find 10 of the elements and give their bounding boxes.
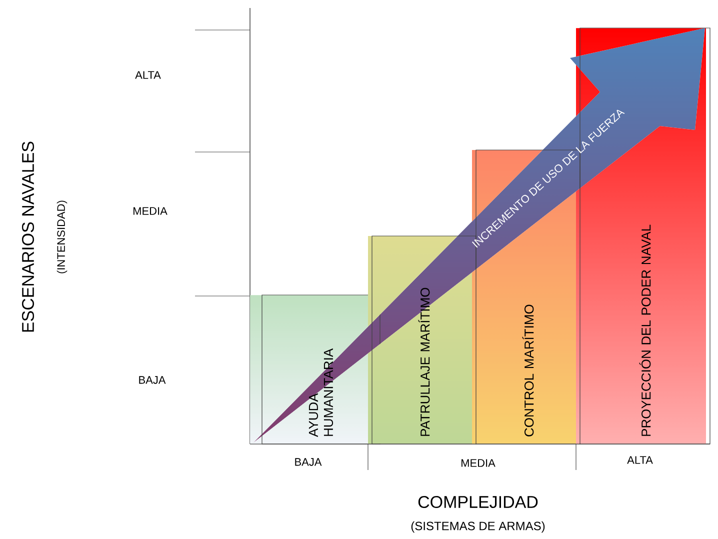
axis-tick-label: ALTA xyxy=(135,71,161,79)
axis-tick-label: BAJA xyxy=(295,458,322,466)
axis-title: ESCENARIOS NAVALES xyxy=(22,142,34,332)
axis-title: (SISTEMAS DE ARMAS) xyxy=(411,521,545,533)
axis-tick-label: BAJA xyxy=(139,376,166,384)
axis-title: (INTENSIDAD) xyxy=(56,200,68,274)
axis-tick-label: MEDIA xyxy=(462,459,496,467)
axis-title: COMPLEJIDAD xyxy=(418,496,538,508)
axis-tick-label: MEDIA xyxy=(134,207,168,215)
axis-tick-label: ALTA xyxy=(627,456,653,464)
